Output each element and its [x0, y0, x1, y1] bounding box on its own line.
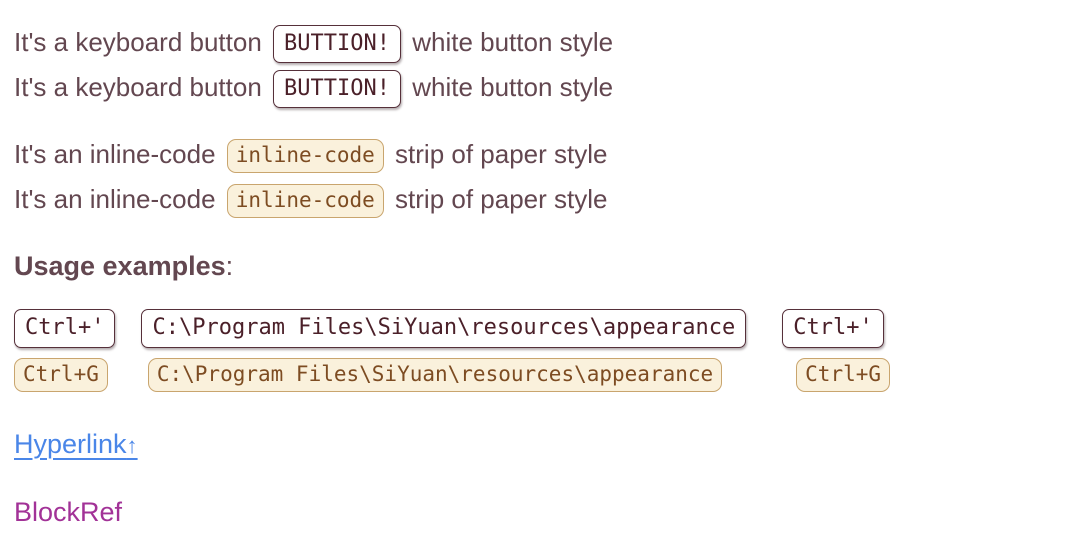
text-after-code: strip of paper style	[387, 139, 608, 169]
code-path: C:\Program Files\SiYuan\resources\appear…	[147, 357, 723, 392]
keyboard-demo-line: It's a keyboard button BUTTION! white bu…	[14, 65, 1059, 110]
hyperlink-paragraph: Hyperlink↑	[14, 422, 1059, 468]
heading-bold-text: Usage examples	[14, 251, 226, 281]
inline-code-demo-line: It's an inline-code inline-code strip of…	[14, 177, 1059, 222]
keyboard-demo-paragraph: It's a keyboard button BUTTION! white bu…	[14, 20, 1059, 110]
keyboard-button-demo: BUTTION!	[273, 69, 401, 109]
inline-code-demo-paragraph: It's an inline-code inline-code strip of…	[14, 132, 1059, 222]
text-after-code: strip of paper style	[387, 184, 608, 214]
inline-code-demo: inline-code	[226, 139, 384, 174]
text-before-code: It's an inline-code	[14, 184, 223, 214]
code-shortcut-left: Ctrl+G	[14, 357, 108, 392]
keyboard-demo-line: It's a keyboard button BUTTION! white bu…	[14, 20, 1059, 65]
heading-suffix: :	[225, 251, 234, 281]
text-after-kbd: white button style	[404, 27, 614, 57]
hyperlink-label: Hyperlink	[14, 428, 127, 459]
hyperlink[interactable]: Hyperlink↑	[14, 429, 138, 459]
text-after-kbd: white button style	[404, 72, 614, 102]
document-body: It's a keyboard button BUTTION! white bu…	[14, 20, 1059, 535]
blockref-paragraph: BlockRef	[14, 490, 1059, 535]
kbd-path: C:\Program Files\SiYuan\resources\appear…	[141, 309, 747, 348]
section-heading: Usage examples:	[14, 244, 1059, 289]
kbd-shortcut-left: Ctrl+'	[14, 309, 116, 348]
code-shortcut-row: Ctrl+G C:\Program Files\SiYuan\resources\…	[14, 357, 1059, 392]
inline-code-demo: inline-code	[226, 184, 384, 219]
keyboard-button-demo: BUTTION!	[273, 24, 401, 64]
external-link-arrow-icon: ↑	[126, 432, 138, 458]
kbd-shortcut-right: Ctrl+'	[782, 309, 884, 348]
text-before-kbd: It's a keyboard button	[14, 27, 270, 57]
code-shortcut-right: Ctrl+G	[796, 357, 891, 392]
text-before-code: It's an inline-code	[14, 139, 223, 169]
inline-code-demo-line: It's an inline-code inline-code strip of…	[14, 132, 1059, 177]
text-before-kbd: It's a keyboard button	[14, 72, 270, 102]
block-ref-link[interactable]: BlockRef	[14, 496, 123, 527]
kbd-shortcut-row: Ctrl+' C:\Program Files\SiYuan\resources\…	[14, 309, 1059, 348]
